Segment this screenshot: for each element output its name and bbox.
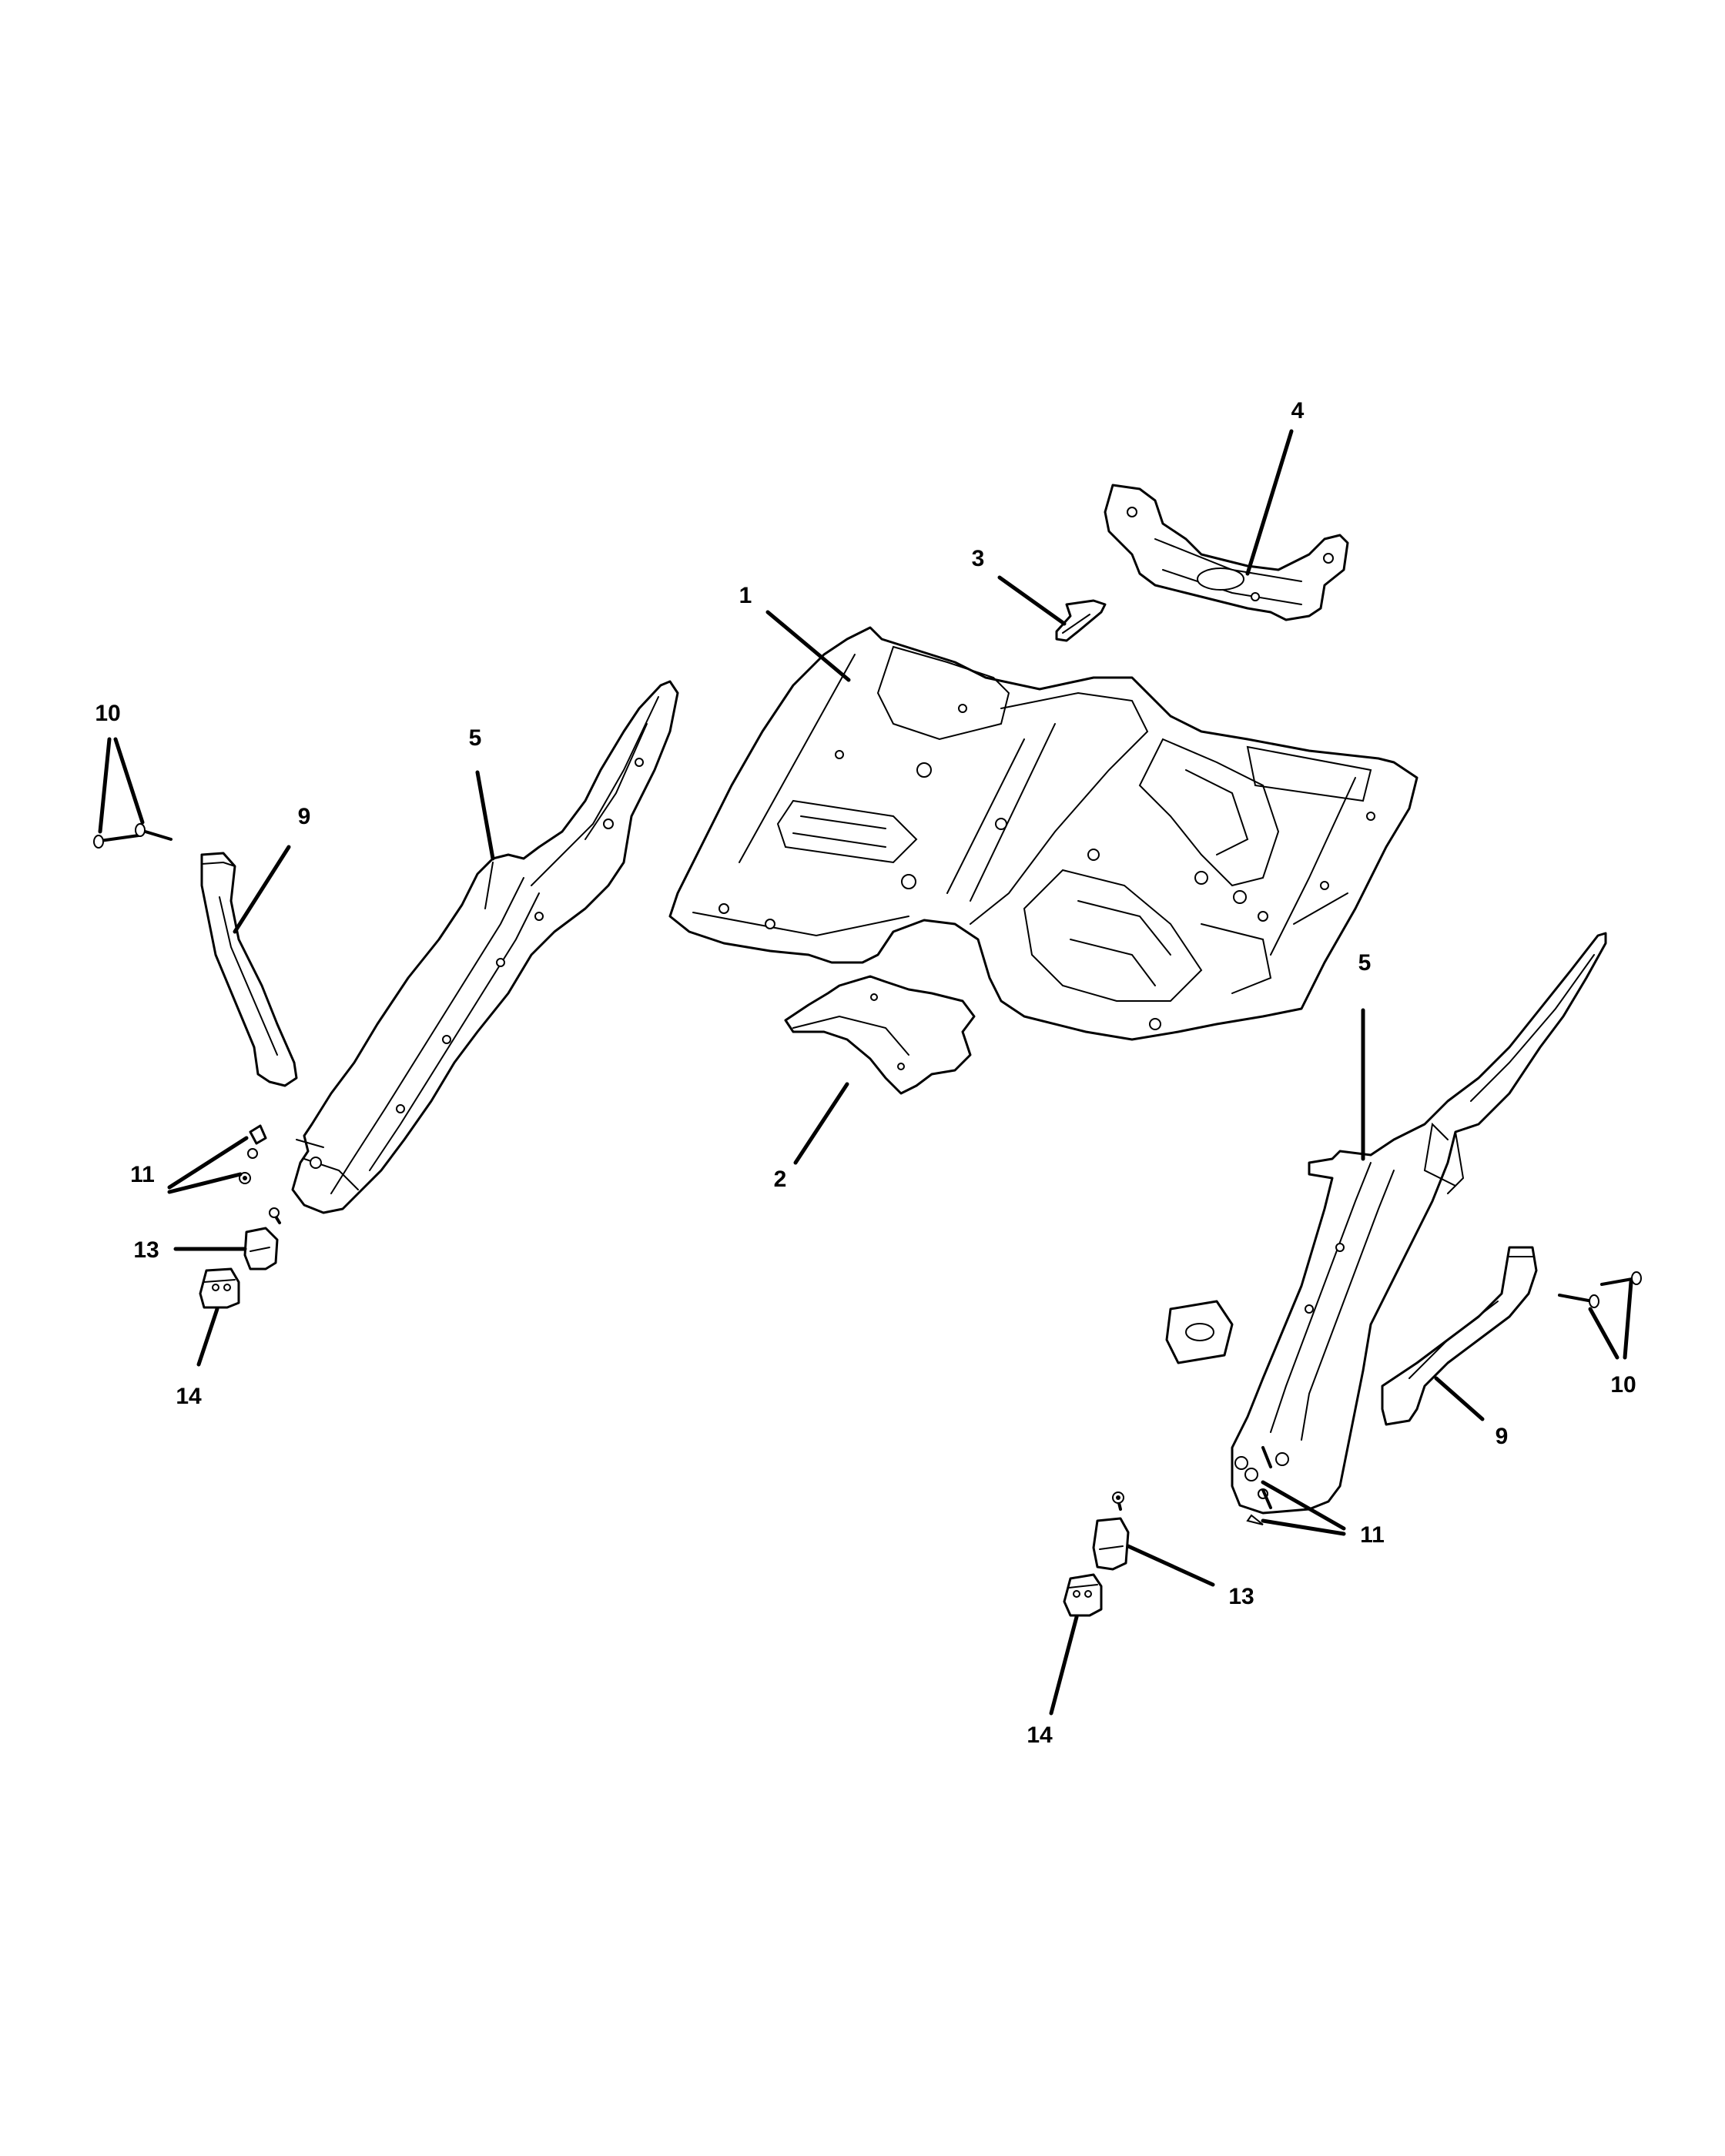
callout-14-left: 14 xyxy=(176,1384,202,1409)
bumper-bracket-right-part-13[interactable] xyxy=(1092,1491,1130,1571)
callout-10-right: 10 xyxy=(1610,1372,1636,1398)
callout-3: 3 xyxy=(972,546,985,571)
callout-11-right: 11 xyxy=(1360,1522,1385,1548)
isolator-right-part-14[interactable] xyxy=(1063,1573,1103,1617)
callout-11-left: 11 xyxy=(130,1162,155,1187)
callout-1: 1 xyxy=(739,583,752,608)
fasteners-left-part-11[interactable] xyxy=(239,1124,267,1184)
fasteners-right-part-11[interactable] xyxy=(1244,1446,1272,1525)
bracket-part-3[interactable] xyxy=(1055,599,1107,642)
leader-lines xyxy=(98,429,1633,1716)
callout-labels: 1 2 3 4 5 5 9 9 10 10 11 11 13 13 14 14 xyxy=(95,398,1636,1748)
rail-extension-right-part-9[interactable] xyxy=(1381,1246,1538,1426)
floor-pan-part-1[interactable] xyxy=(668,626,1419,1041)
bolts-right-part-10[interactable] xyxy=(1558,1271,1642,1308)
crossmember-part-4[interactable] xyxy=(1104,484,1349,621)
heat-shield-part-2[interactable] xyxy=(784,975,976,1095)
frame-rail-right-part-5[interactable] xyxy=(1165,932,1607,1515)
rail-extension-left-part-9[interactable] xyxy=(200,852,298,1087)
callout-5-left: 5 xyxy=(469,725,482,751)
callout-2: 2 xyxy=(774,1167,787,1192)
callout-10-left: 10 xyxy=(95,701,120,726)
callout-5-right: 5 xyxy=(1358,950,1372,976)
callout-14-right: 14 xyxy=(1027,1722,1053,1748)
isolator-left-part-14[interactable] xyxy=(199,1267,240,1309)
callout-9-right: 9 xyxy=(1496,1424,1509,1449)
callout-13-left: 13 xyxy=(133,1237,159,1263)
callout-4: 4 xyxy=(1291,398,1305,424)
callout-13-right: 13 xyxy=(1228,1584,1254,1609)
callout-9-left: 9 xyxy=(298,804,311,829)
bumper-bracket-left-part-13[interactable] xyxy=(243,1207,281,1270)
frame-rail-left-part-5[interactable] xyxy=(291,680,679,1214)
bolts-left-part-10[interactable] xyxy=(93,823,172,849)
